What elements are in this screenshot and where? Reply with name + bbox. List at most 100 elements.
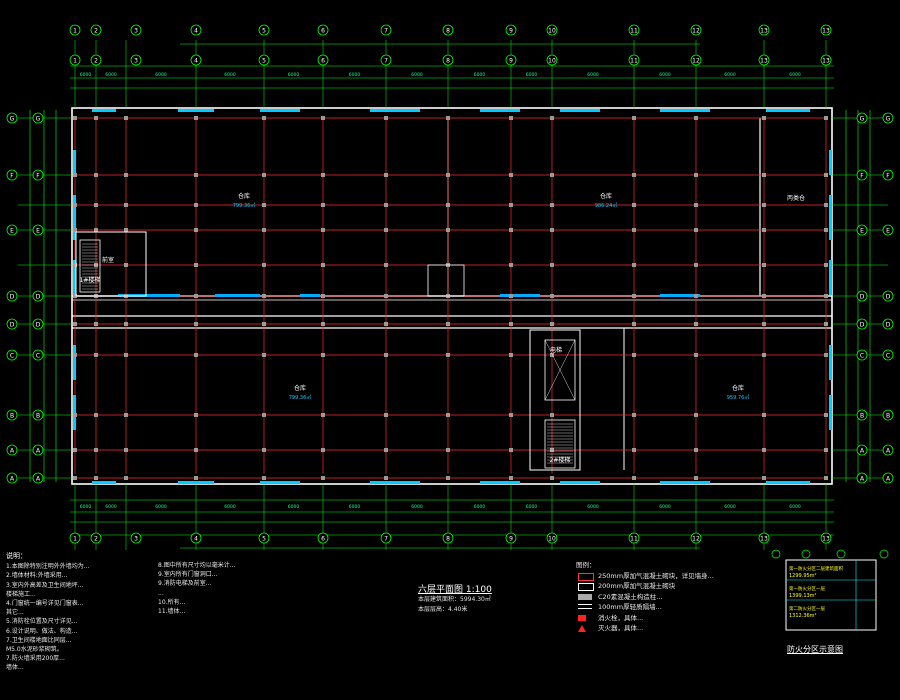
note-line: 9.消防电梯及前室... (158, 580, 212, 588)
window-bottom (178, 481, 214, 484)
structural-column (550, 263, 554, 267)
plan-height: 本层层高：4.40米 (418, 606, 468, 613)
dimension-text: 6000 (587, 504, 599, 510)
structural-column (73, 476, 77, 480)
axis-bubble-label: 10 (548, 28, 556, 35)
structural-column (509, 294, 513, 298)
axis-bubble (882, 472, 894, 484)
axis-bubble-label: F (10, 173, 14, 180)
structural-column (73, 413, 77, 417)
structural-column (73, 228, 77, 232)
axis-bubble-label: 10 (548, 536, 556, 543)
structural-column (550, 203, 554, 207)
axis-bubble-label: C (886, 353, 890, 360)
axis-bubble-label: 13 (760, 28, 768, 35)
axis-bubble (690, 532, 702, 544)
structural-column (446, 476, 450, 480)
fire-zone-label: 第二防火分区一层 (789, 605, 825, 612)
fire-zone-area: 1312.36m² (789, 613, 817, 619)
axis-bubble (317, 54, 329, 66)
structural-column (694, 263, 698, 267)
structural-column (262, 228, 266, 232)
note-line: 7.卫生间楼地面比同层... (6, 636, 72, 644)
axis-bubble-label: 3 (134, 536, 138, 543)
structural-column (384, 263, 388, 267)
dimension-text: 6000 (224, 72, 236, 78)
axis-bubble-label: 5 (262, 28, 266, 35)
legend-item: 灭火器，具体... (576, 623, 748, 634)
legend-item: 消火栓，具体... (576, 613, 748, 624)
dimension-text: 6000 (288, 72, 300, 78)
dimension-text: 6000 (789, 72, 801, 78)
legend: 图例： 250mm厚加气混凝土砌块，详见墙身... 200mm厚加气混凝土砌块 … (576, 560, 748, 634)
window-bottom (370, 481, 420, 484)
axis-bubble-label: D (886, 322, 891, 329)
axis-bubble-label: 13 (822, 28, 830, 35)
legend-heading: 图例： (576, 561, 596, 569)
window-bottom (766, 481, 810, 484)
dimension-text: 6000 (288, 504, 300, 510)
axis-bubble-label: 9 (509, 28, 513, 35)
structural-column (262, 263, 266, 267)
structural-column (262, 116, 266, 120)
axis-bubble-label: B (36, 413, 40, 420)
axis-bubble-label: 4 (194, 536, 198, 543)
axis-bubble (130, 24, 142, 36)
structural-column (762, 476, 766, 480)
axis-bubble-label: 12 (692, 58, 700, 65)
window-right (829, 260, 832, 295)
structural-column (262, 203, 266, 207)
window-bottom (560, 481, 600, 484)
structural-column (73, 448, 77, 452)
window-bottom (92, 481, 116, 484)
axis-bubble-label: 13 (760, 536, 768, 543)
window-inner (660, 294, 700, 297)
axis-bubble (380, 24, 392, 36)
note-line: 5.消防栓位置及尺寸详见... (6, 618, 78, 626)
axis-bubble (820, 532, 832, 544)
fire-zone-area: 1399.13m² (789, 593, 817, 599)
dimension-text: 6000 (80, 72, 92, 78)
structural-column (194, 322, 198, 326)
note-line: 7.防火墙采用200厚... (6, 655, 65, 663)
structural-column (550, 353, 554, 357)
axis-bubble-label: 11 (630, 536, 638, 543)
window-left (73, 260, 76, 295)
legend-item: 100mm厚轻质隔墙... (576, 602, 748, 613)
axis-bubble (820, 24, 832, 36)
axis-bubble (690, 54, 702, 66)
structural-column (384, 116, 388, 120)
note-line: 11.墙体... (158, 608, 186, 616)
axis-bubble (90, 54, 102, 66)
axis-bubble-label: 1 (73, 28, 77, 35)
structural-column (824, 413, 828, 417)
dimension-text: 6000 (526, 72, 538, 78)
axis-bubble-label: 13 (760, 58, 768, 65)
structural-column (124, 263, 128, 267)
dimension-text: 6000 (349, 504, 361, 510)
structural-column (632, 476, 636, 480)
axis-bubble (69, 54, 81, 66)
structural-column (446, 203, 450, 207)
structural-column (321, 116, 325, 120)
stair-core-left (75, 231, 147, 297)
axis-bubble (6, 349, 18, 361)
structural-column (384, 228, 388, 232)
axis-bubble (380, 532, 392, 544)
note-line: M5.0水泥砂浆砌筑。 (6, 646, 63, 654)
axis-bubble-label: 8 (446, 536, 450, 543)
notes-heading: 说明： (6, 552, 27, 560)
structural-column (73, 173, 77, 177)
note-line: 3.室内外高差及卫生间地坪... (6, 581, 84, 589)
window-inner (300, 294, 320, 297)
structural-column (124, 173, 128, 177)
structural-column (694, 116, 698, 120)
axis-bubble-label: 1 (73, 58, 77, 65)
axis-bubble-label: B (860, 413, 864, 420)
axis-bubble (258, 532, 270, 544)
window-left (73, 150, 76, 175)
axis-bubble-label: 13 (822, 58, 830, 65)
stair-1 (79, 239, 101, 293)
structural-column (762, 353, 766, 357)
structural-column (694, 353, 698, 357)
